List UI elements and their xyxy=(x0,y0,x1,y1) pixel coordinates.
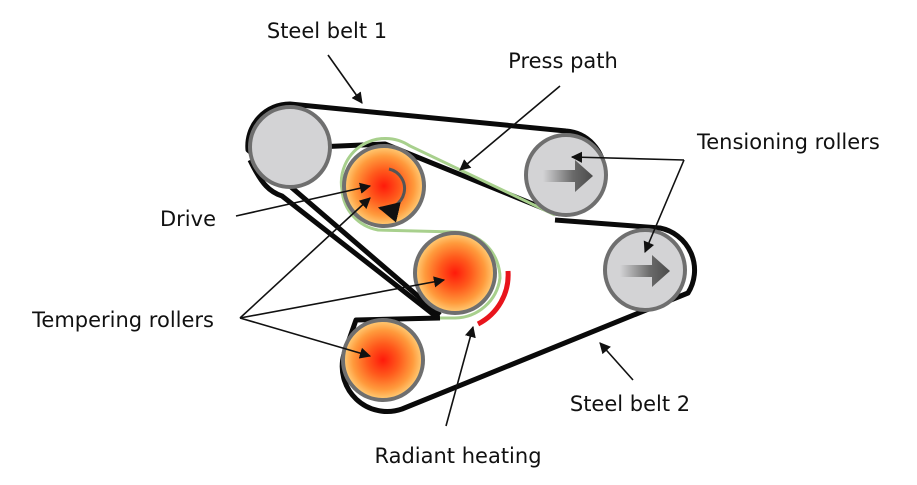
tempering-roller-middle xyxy=(413,231,497,315)
idle-roller xyxy=(248,105,332,189)
label-press-path: Press path xyxy=(508,49,618,73)
radiant-heater xyxy=(476,270,511,327)
leader-drive xyxy=(235,182,372,217)
leader-press-path xyxy=(459,85,561,171)
label-tempering-rollers: Tempering rollers xyxy=(31,308,214,332)
label-drive: Drive xyxy=(160,207,216,231)
label-radiant-heating: Radiant heating xyxy=(374,444,541,468)
leader-tempering-3 xyxy=(239,317,372,359)
steel-belt-2 xyxy=(339,217,698,414)
press-path xyxy=(339,136,556,320)
tension-arrow-icon xyxy=(543,160,593,192)
leader-tensioning-lower xyxy=(643,159,685,254)
label-tensioning-rollers: Tensioning rollers xyxy=(696,130,880,154)
leader-steel-belt-1 xyxy=(327,54,363,104)
label-steel-belt-2: Steel belt 2 xyxy=(570,392,690,416)
tempering-roller-drive xyxy=(342,144,426,228)
tempering-roller-bottom xyxy=(341,318,425,402)
leader-tempering-2 xyxy=(239,276,446,319)
leader-tempering-1 xyxy=(239,197,371,319)
drive-rotation-arrow-icon xyxy=(377,167,406,223)
tension-arrow-icon xyxy=(620,255,670,287)
leader-radiant-heating xyxy=(445,325,476,427)
leader-tensioning-upper xyxy=(570,151,685,163)
label-steel-belt-1: Steel belt 1 xyxy=(267,19,387,43)
leader-steel-belt-2 xyxy=(599,342,634,381)
